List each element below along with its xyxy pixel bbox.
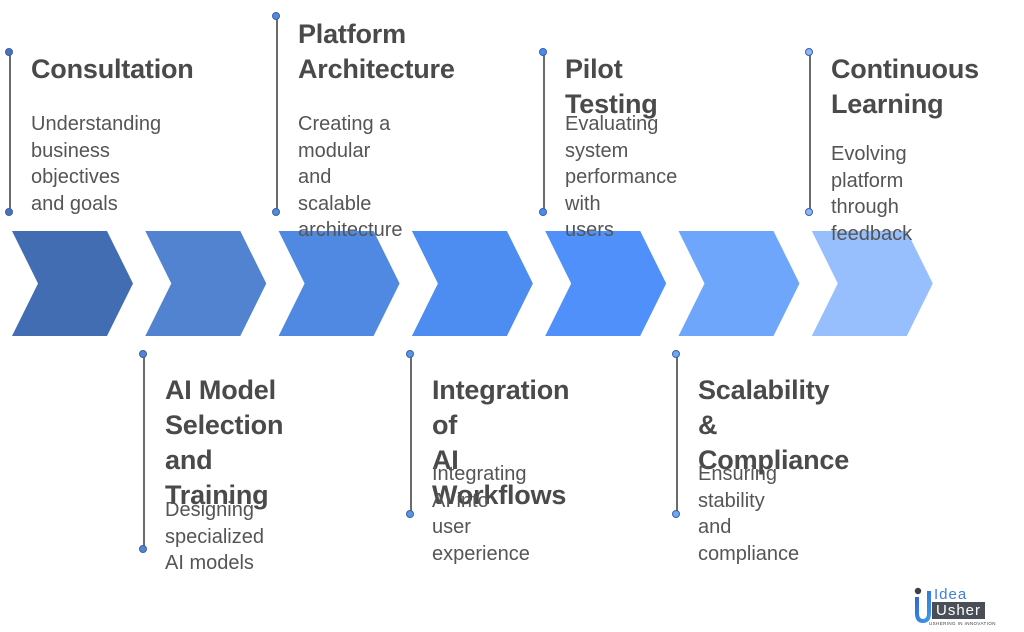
step-description: Ensuring stability and compliance — [698, 463, 800, 565]
connector-dot — [272, 208, 280, 216]
chevron-step-2 — [145, 231, 267, 336]
step-title: Integration of AI Workflows — [432, 375, 570, 510]
chevron-step-5 — [545, 231, 667, 336]
connector-line — [543, 52, 545, 212]
step-description: Evolving platform through feedback — [831, 143, 913, 245]
connector-line — [410, 354, 412, 514]
logo-tagline: USHERING IN INNOVATION — [929, 621, 996, 626]
connector-dot — [805, 208, 813, 216]
connector-line — [143, 354, 145, 549]
logo-word-idea: Idea — [934, 586, 968, 603]
connector-dot — [539, 48, 547, 56]
connector-dot — [672, 350, 680, 358]
connector-dot — [539, 208, 547, 216]
connector-dot — [406, 350, 414, 358]
step-title: Consultation — [31, 54, 194, 84]
step-title: Pilot Testing — [565, 54, 658, 119]
step-description: Evaluating system performance with users — [565, 113, 678, 241]
connector-dot — [139, 350, 147, 358]
step-title: Scalability & Compliance — [698, 375, 850, 475]
step-title: AI Model Selection and Training — [165, 375, 284, 510]
chevron-step-6 — [678, 231, 800, 336]
connector-dot — [5, 208, 13, 216]
idea-usher-logo: Idea Usher USHERING IN INNOVATION — [912, 585, 1012, 630]
connector-line — [676, 354, 678, 514]
connector-dot — [672, 510, 680, 518]
logo-word-usher: Usher — [932, 602, 986, 619]
chevron-step-7 — [811, 231, 933, 336]
connector-line — [9, 52, 11, 212]
chevron-step-3 — [278, 231, 400, 336]
connector-dot — [805, 48, 813, 56]
step-description: Designing specialized AI models — [165, 499, 264, 574]
connector-dot — [406, 510, 414, 518]
step-description: Creating a modular and scalable architec… — [298, 113, 403, 241]
chevron-step-4 — [411, 231, 533, 336]
step-title: Platform Architecture — [298, 19, 455, 84]
chevron-step-1 — [12, 231, 133, 336]
connector-dot — [139, 545, 147, 553]
step-title: Continuous Learning — [831, 54, 979, 119]
connector-dot — [272, 12, 280, 20]
step-description: Integrating AI into user experience — [432, 463, 530, 565]
logo-u-icon — [914, 587, 931, 623]
step-description: Understanding business objectives and go… — [31, 113, 162, 215]
connector-line — [809, 52, 811, 212]
connector-line — [276, 16, 278, 212]
connector-dot — [5, 48, 13, 56]
